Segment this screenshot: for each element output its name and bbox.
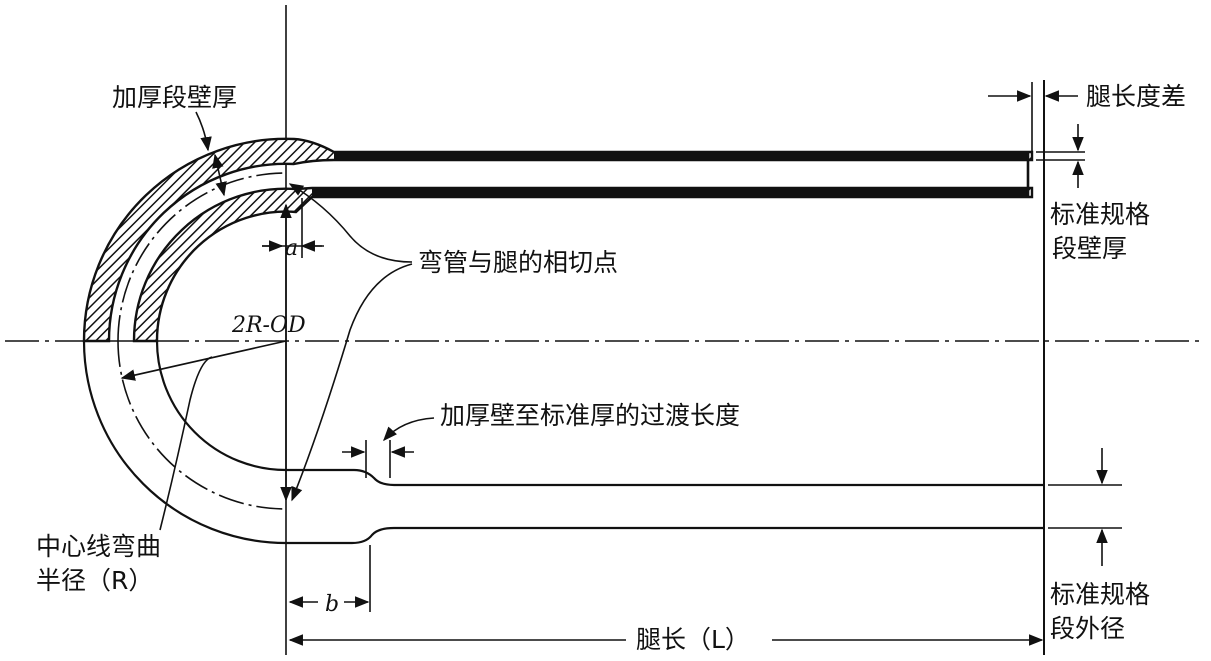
tangent-leader-upper: [288, 183, 413, 263]
two-r-od-arrow: [120, 340, 287, 381]
leg-length-label: 腿长（L）: [636, 625, 750, 654]
std-od-label: 标准规格 段外径: [1050, 580, 1151, 643]
transition-length-label: 加厚壁至标准厚的过渡长度: [440, 401, 741, 430]
radius-leader: [159, 356, 213, 531]
tangent-point-label: 弯管与腿的相切点: [418, 248, 619, 277]
dim-a-label: a: [285, 236, 298, 261]
thick-wall-label: 加厚段壁厚: [112, 83, 238, 112]
upper-leg-top-wall: [334, 152, 1028, 159]
dim-2r-od-label: 2R-OD: [231, 313, 306, 338]
thick-inner-wall: [132, 186, 1034, 343]
dim-b-label: b: [325, 592, 339, 617]
thick-wall-leader: [195, 111, 212, 152]
thick-outer-wall: [82, 137, 1034, 343]
upper-leg-bottom-wall: [312, 189, 1028, 196]
centerline-radius-label: 中心线弯曲 半径（R）: [36, 532, 162, 595]
tangent-leader-lower: [291, 263, 413, 502]
bend-center-line: [117, 172, 287, 342]
leg-length-diff-label: 腿长度差: [1086, 82, 1187, 111]
std-wall-label: 标准规格 段壁厚: [1050, 200, 1151, 263]
lower-bend-outer: [82, 340, 1044, 545]
